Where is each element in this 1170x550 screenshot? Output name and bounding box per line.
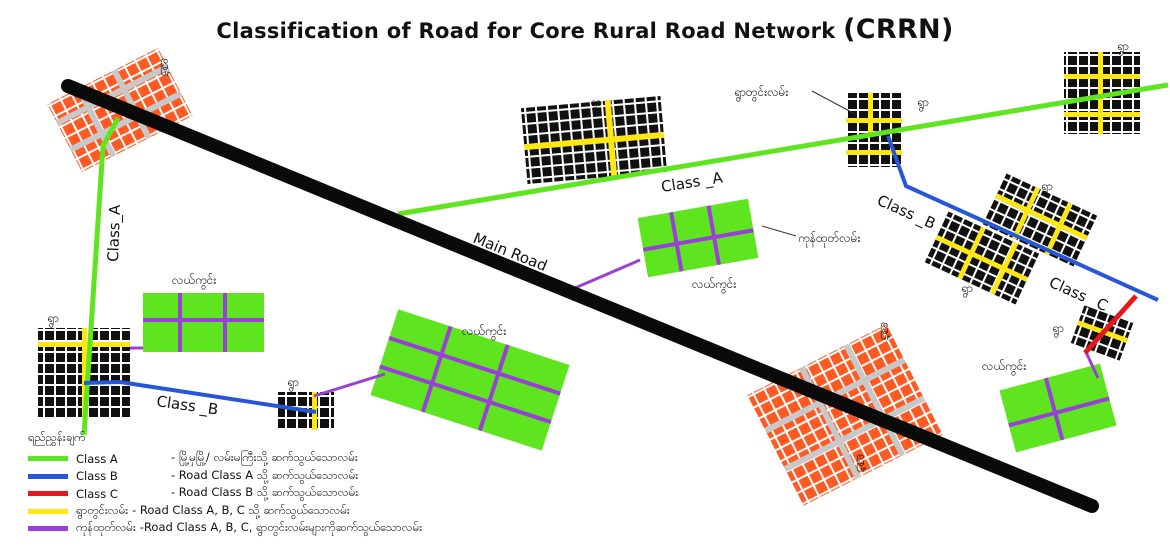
title-main-text: Classification of Road for Core Rural Ro…	[216, 19, 836, 43]
label-town-top-left: မြို့	[160, 57, 171, 76]
class-c-road	[1083, 294, 1138, 355]
class-a-road-left	[81, 116, 121, 436]
label-village-class-b-lower: ရွာ	[961, 281, 973, 298]
legend-swatch-class-c	[28, 491, 68, 497]
label-class-a-upper: Class _A	[660, 168, 725, 197]
legend-desc: - Road Class B သို့ ဆက်သွယ်သောလမ်း	[171, 485, 359, 500]
legend-swatch-class-b	[28, 473, 68, 479]
farm-road-bottom	[313, 372, 386, 398]
label-village-far-right: ရွာ	[1117, 39, 1129, 56]
label-town-bottom-upper: မြို့	[880, 321, 891, 340]
town-bottom-center	[747, 324, 943, 506]
legend-desc: - မြို့မှမြို့/ လမ်းမကြီးသို့ ဆက်သွယ်သော…	[171, 450, 358, 465]
label-farmland-center-large: လယ်ကွင်း	[462, 323, 506, 341]
leader-village-road	[811, 90, 856, 115]
label-farmland-center-small: လယ်ကွင်း	[692, 276, 736, 294]
farm-road-center	[574, 258, 641, 290]
village-top-right	[846, 93, 902, 167]
farmland-center-small	[637, 198, 759, 278]
diagram-title: Classification of Road for Core Rural Ro…	[0, 14, 1170, 45]
farm-road-right	[1083, 349, 1100, 379]
title-abbreviation: (CRRN)	[843, 14, 954, 45]
legend-item-farm-road: ကုန်ထုတ်လမ်း -Road Class A, B, C, ရွာတွင…	[28, 520, 422, 538]
label-village-top-center: ရွာ	[590, 95, 602, 112]
label-class-a-left: Class_A	[104, 204, 125, 263]
leader-farm-road	[761, 225, 797, 237]
class-a-road-upper	[397, 82, 1169, 217]
class-b-road-left	[83, 379, 317, 414]
village-class-b-lower	[924, 211, 1040, 305]
legend-item-class-c: Class C - Road Class B သို့ ဆက်သွယ်သောလမ…	[28, 485, 422, 503]
label-village-class-b-upper: ရွာ	[1041, 179, 1053, 196]
legend-desc: - Road Class A သို့ ဆက်သွယ်သောလမ်း	[171, 467, 359, 482]
label-village-road: ရွာတွင်းလမ်း	[734, 84, 788, 102]
legend-desc: - Road Class A, B, C သို့ ဆက်သွယ်သောလမ်း	[132, 502, 350, 517]
legend-heading: ရည်ညွှန်းချက်	[28, 430, 86, 444]
label-village-class-c: ရွာ	[1052, 321, 1064, 338]
label-farmland-right: လယ်ကွင်း	[982, 358, 1026, 376]
label-village-left: ရွာ	[47, 311, 59, 328]
label-town-bottom-lower: မြို့	[856, 453, 867, 472]
farmland-right	[999, 363, 1117, 453]
class-b-road-right	[886, 135, 1159, 302]
legend-name: Class A	[76, 451, 118, 466]
legend-swatch-village-road	[28, 508, 68, 514]
legend-desc: -Road Class A, B, C, ရွာတွင်းလမ်းများကို…	[139, 520, 423, 535]
legend-name: ကုန်ထုတ်လမ်း	[76, 520, 136, 535]
label-farmland-left: လယ်ကွင်း	[172, 272, 216, 290]
farmland-left	[143, 293, 264, 352]
village-class-b-upper	[982, 173, 1098, 267]
legend: ရည်ညွှန်းချက် Class A - မြို့မှမြို့/ လမ…	[28, 430, 422, 538]
legend-item-village-road: ရွာတွင်းလမ်း - Road Class A, B, C သို့ ဆ…	[28, 503, 422, 521]
legend-swatch-class-a	[28, 456, 68, 462]
farmland-center-large	[370, 309, 570, 451]
legend-item-class-b: Class B - Road Class A သို့ ဆက်သွယ်သောလမ…	[28, 468, 422, 486]
legend-name: Class B	[76, 469, 118, 484]
legend-name: ရွာတွင်းလမ်း	[76, 502, 129, 517]
village-top-center	[520, 96, 668, 184]
main-road	[61, 79, 1099, 513]
legend-name: Class C	[76, 486, 118, 501]
legend-swatch-farm-road	[28, 526, 68, 532]
label-village-bottom-small: ရွာ	[287, 375, 299, 392]
label-farm-road: ကုန်ထုတ်လမ်း	[798, 230, 860, 248]
label-class-c: Class _C	[1046, 273, 1111, 316]
label-village-top-right: ရွာ	[917, 95, 929, 112]
legend-item-class-a: Class A - မြို့မှမြို့/ လမ်းမကြီးသို့ ဆက…	[28, 450, 422, 468]
